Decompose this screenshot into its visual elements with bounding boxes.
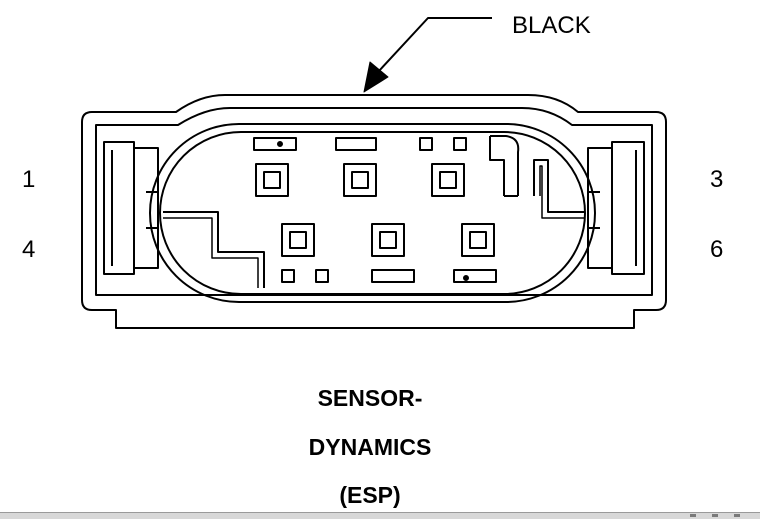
scrollbar-grip[interactable] [734, 514, 740, 517]
left-keying-rib [163, 211, 265, 288]
scrollbar-grip[interactable] [690, 514, 696, 517]
right-keying-feature [489, 135, 584, 219]
pin-cavity-6 [461, 223, 495, 257]
pin-label-1: 1 [22, 166, 36, 193]
caption-line-1: SENSOR- [317, 385, 423, 411]
connector-inner-housing [95, 107, 653, 296]
top-locator-tabs [253, 137, 467, 151]
right-latch [587, 141, 645, 275]
callout-arrowhead [363, 61, 389, 93]
connector-oval-face [149, 123, 596, 303]
caption-line-3: (ESP) [339, 482, 401, 508]
caption-line-2: DYNAMICS [308, 434, 432, 460]
bottom-locator-tabs [281, 269, 497, 283]
horizontal-scrollbar[interactable] [0, 512, 760, 519]
pin-label-6: 6 [710, 236, 724, 263]
pin-cavity-2 [343, 163, 377, 197]
pin-label-3: 3 [710, 166, 724, 193]
pin-cavity-3 [431, 163, 465, 197]
pin-cavity-4 [281, 223, 315, 257]
connector-outer-housing [81, 94, 667, 329]
pin-label-4: 4 [22, 236, 36, 263]
scrollbar-grip[interactable] [712, 514, 718, 517]
pin-cavity-1 [255, 163, 289, 197]
pin-cavity-5 [371, 223, 405, 257]
connector-oval-face-inner [159, 131, 586, 295]
black-callout-leader [363, 17, 492, 93]
wire-color-label: BLACK [512, 12, 591, 39]
